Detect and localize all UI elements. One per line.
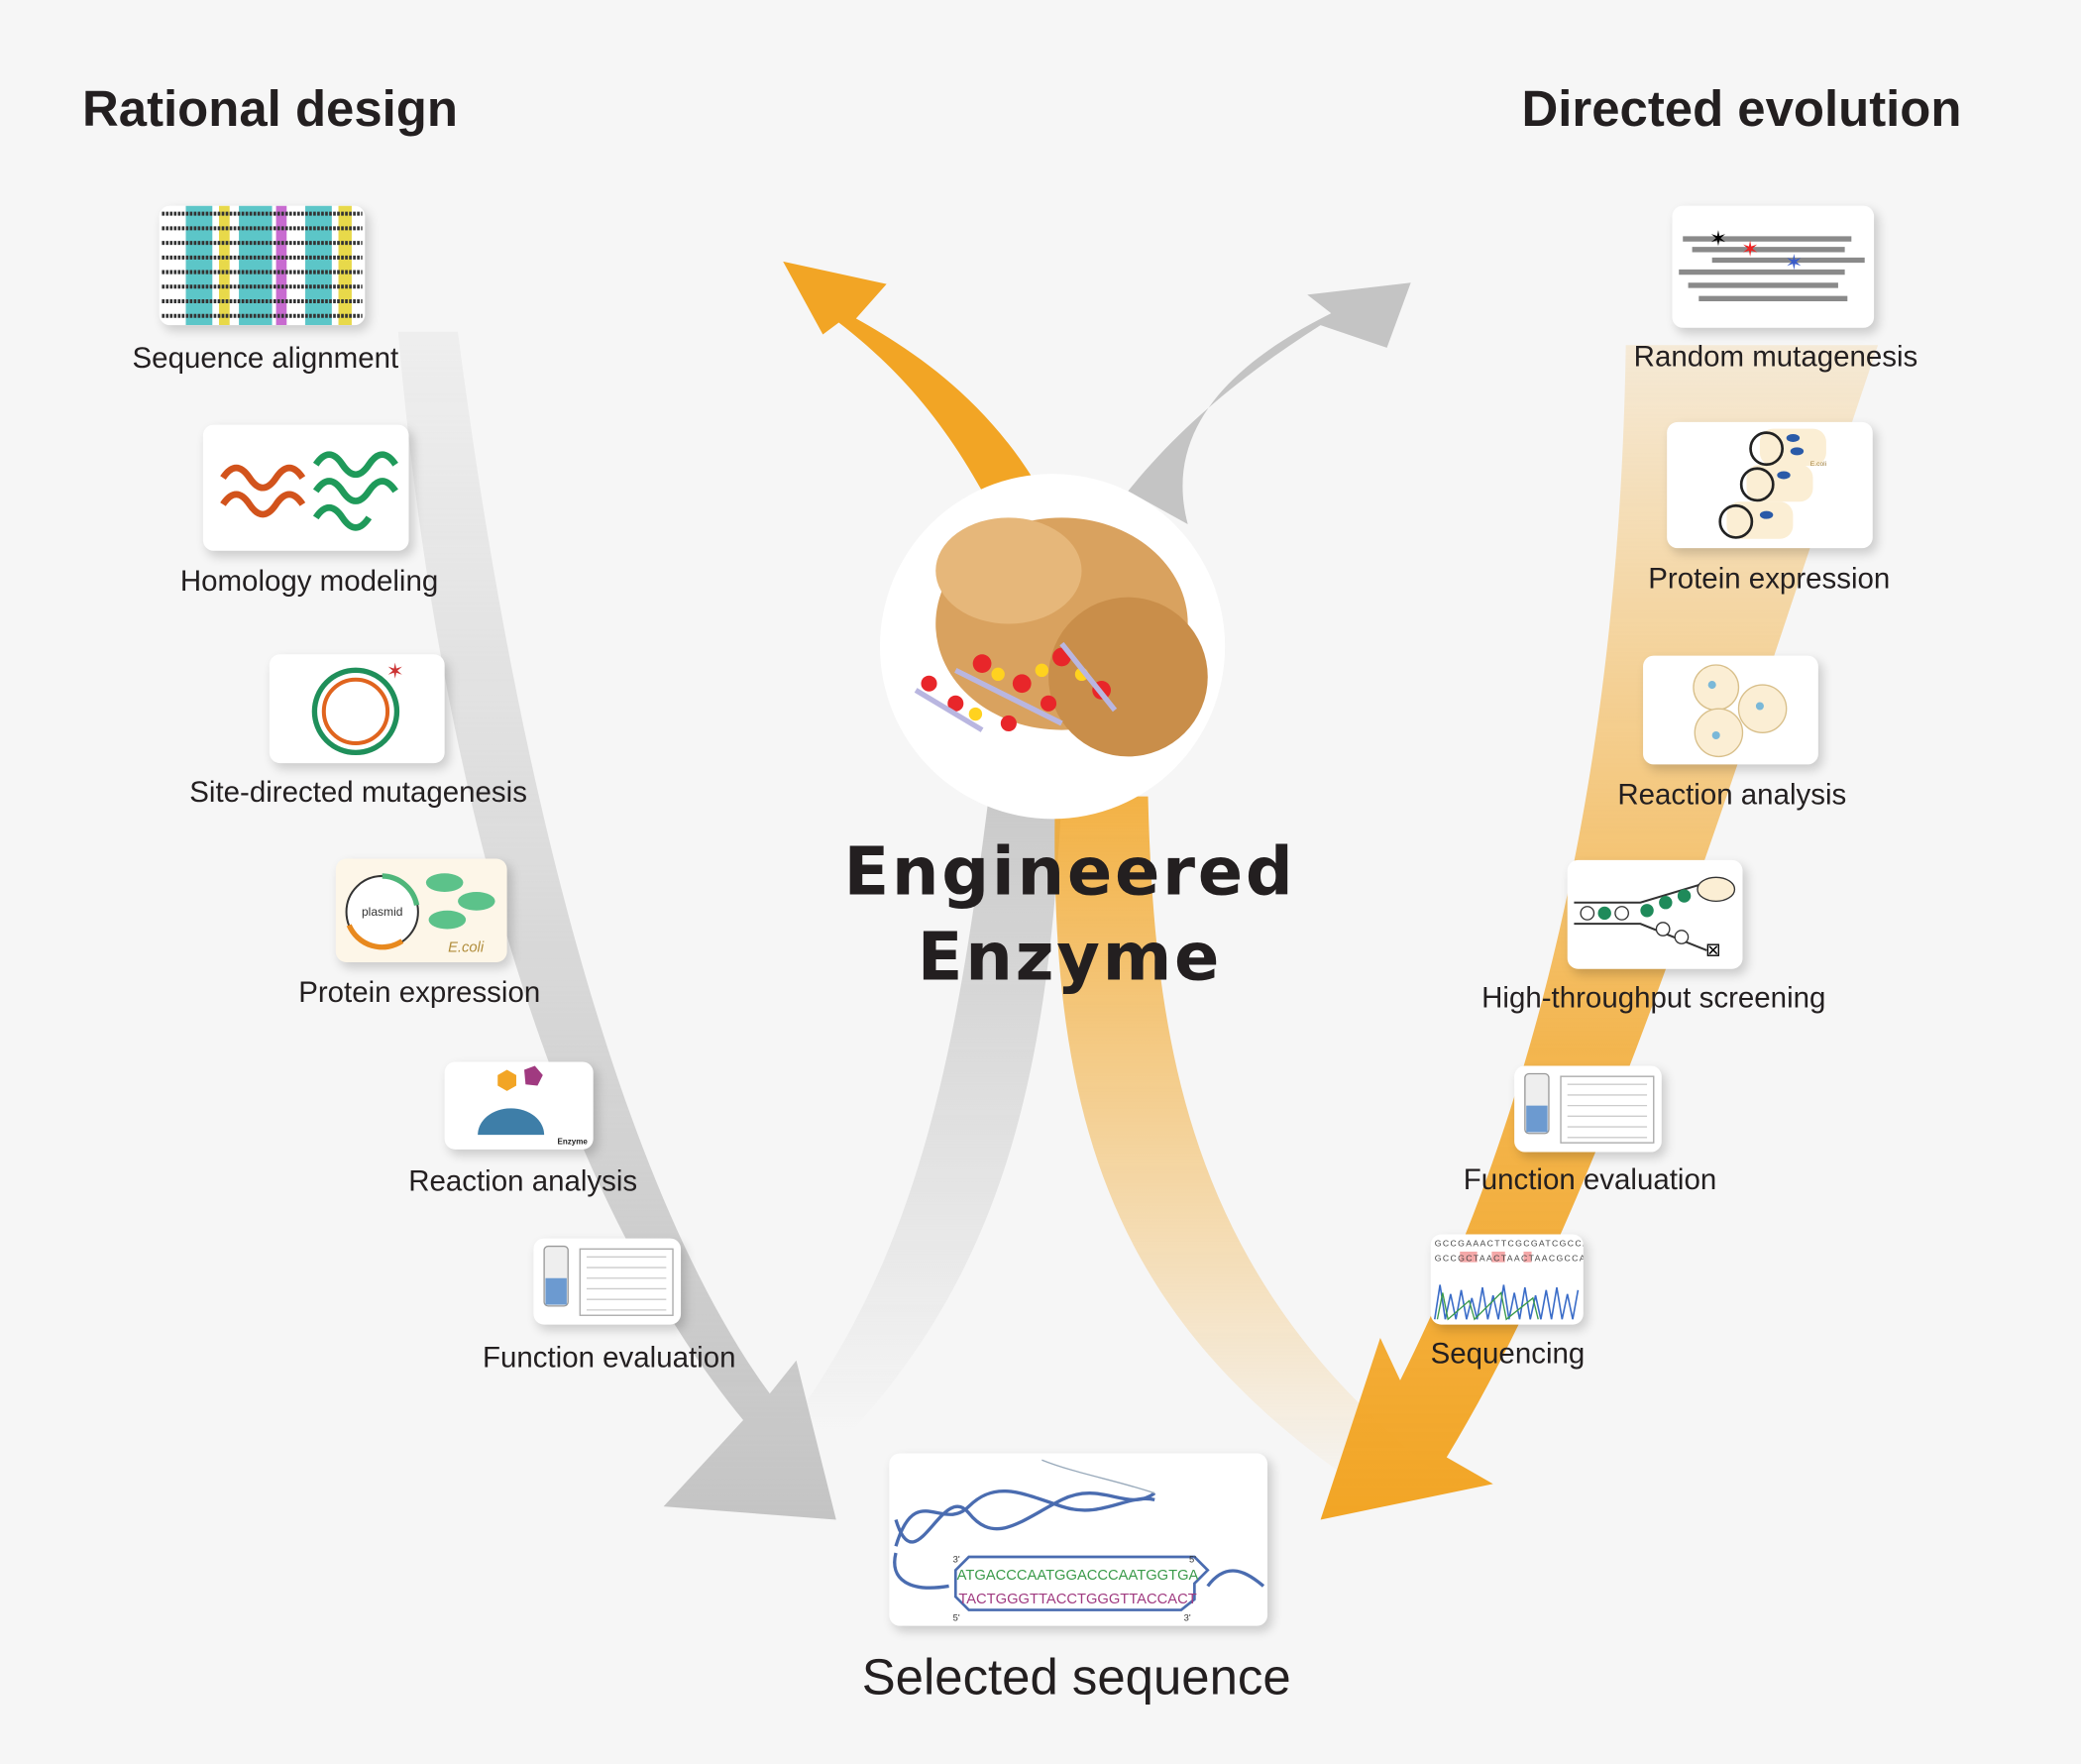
dna-bottom-strand: TACTGGGTTACCTGGGTTACCACT xyxy=(958,1592,1196,1607)
tube-plate-icon xyxy=(1514,1065,1662,1153)
dna-sequence-card: ATGACCCAATGGACCCAATGGTGA TACTGGGTTACCTGG… xyxy=(889,1453,1268,1626)
random-mutation-icon: ✶ ✶ ✶ xyxy=(1672,205,1875,328)
plasmid-text: plasmid xyxy=(362,905,403,919)
reference-sequence: GCCGAAACTTCGCGATCGCCAC xyxy=(1435,1239,1584,1249)
dna-top-strand: ATGACCCAATGGACCCAATGGTGA xyxy=(957,1568,1199,1584)
plasmid-cells-icon: E.coli xyxy=(1667,421,1873,549)
orange-up-arrow xyxy=(783,261,1033,492)
dna-5prime-right: 5' xyxy=(1189,1554,1196,1564)
enzyme-label: Enzyme xyxy=(917,918,1223,996)
svg-text:✶: ✶ xyxy=(1741,237,1759,261)
selected-sequence-label: Selected sequence xyxy=(861,1650,1291,1707)
ecoli-text: E.coli xyxy=(448,939,485,955)
plasmid-mutation-icon: ✶ xyxy=(269,654,445,764)
enzyme-substrate-icon: Enzyme xyxy=(444,1061,594,1150)
svg-text:⊠: ⊠ xyxy=(1705,938,1721,959)
rational-design-arrow xyxy=(397,331,836,1520)
tube-plate-icon xyxy=(533,1238,682,1325)
enzyme-structure-icon xyxy=(914,517,1208,757)
dna-5prime-left: 5' xyxy=(953,1612,960,1622)
plasmid-ecoli-icon: plasmid E.coli xyxy=(335,858,507,962)
protein-structure-icon xyxy=(202,424,409,551)
step-random-mutagenesis: Random mutagenesis xyxy=(1633,339,1918,374)
step-protein-expression-rational: Protein expression xyxy=(298,975,541,1009)
step-reaction-analysis-rational: Reaction analysis xyxy=(408,1163,638,1198)
engineered-label: Engineered xyxy=(843,833,1296,911)
dna-3prime-right: 3' xyxy=(1184,1612,1191,1622)
svg-text:✶: ✶ xyxy=(1709,227,1727,251)
step-function-evaluation-evolution: Function evaluation xyxy=(1463,1162,1717,1196)
step-site-directed-mutagenesis: Site-directed mutagenesis xyxy=(189,775,527,809)
step-homology-modeling: Homology modeling xyxy=(179,564,439,598)
sequence-alignment-icon xyxy=(159,205,366,326)
gray-up-arrow xyxy=(1128,282,1411,525)
ecoli-text: E.coli xyxy=(1810,461,1827,468)
step-protein-expression-evolution: Protein expression xyxy=(1648,561,1891,596)
chromatogram-icon: GCCGAAACTTCGCGATCGCCAC GCCGCTAACTAACTAACG… xyxy=(1430,1234,1584,1325)
screening-channel-icon: ⊠ xyxy=(1567,859,1743,969)
directed-evolution-title: Directed evolution xyxy=(1521,82,1962,139)
step-reaction-analysis-evolution: Reaction analysis xyxy=(1617,777,1847,812)
step-sequence-alignment: Sequence alignment xyxy=(132,341,399,375)
svg-text:✶: ✶ xyxy=(386,659,404,683)
rational-design-title: Rational design xyxy=(82,82,458,139)
mutant-sequence: GCCGCTAACTAACTAACGCCAC xyxy=(1435,1253,1584,1263)
step-function-evaluation-rational: Function evaluation xyxy=(482,1340,736,1375)
step-high-throughput-screening: High-throughput screening xyxy=(1481,980,1826,1015)
dna-3prime-left: 3' xyxy=(953,1554,960,1564)
svg-text:✶: ✶ xyxy=(1785,251,1803,275)
center-gray-band xyxy=(783,796,1062,1434)
droplets-icon xyxy=(1643,655,1818,765)
enzyme-text: Enzyme xyxy=(558,1137,589,1146)
step-sequencing: Sequencing xyxy=(1430,1336,1586,1371)
center-orange-band xyxy=(1054,796,1474,1500)
